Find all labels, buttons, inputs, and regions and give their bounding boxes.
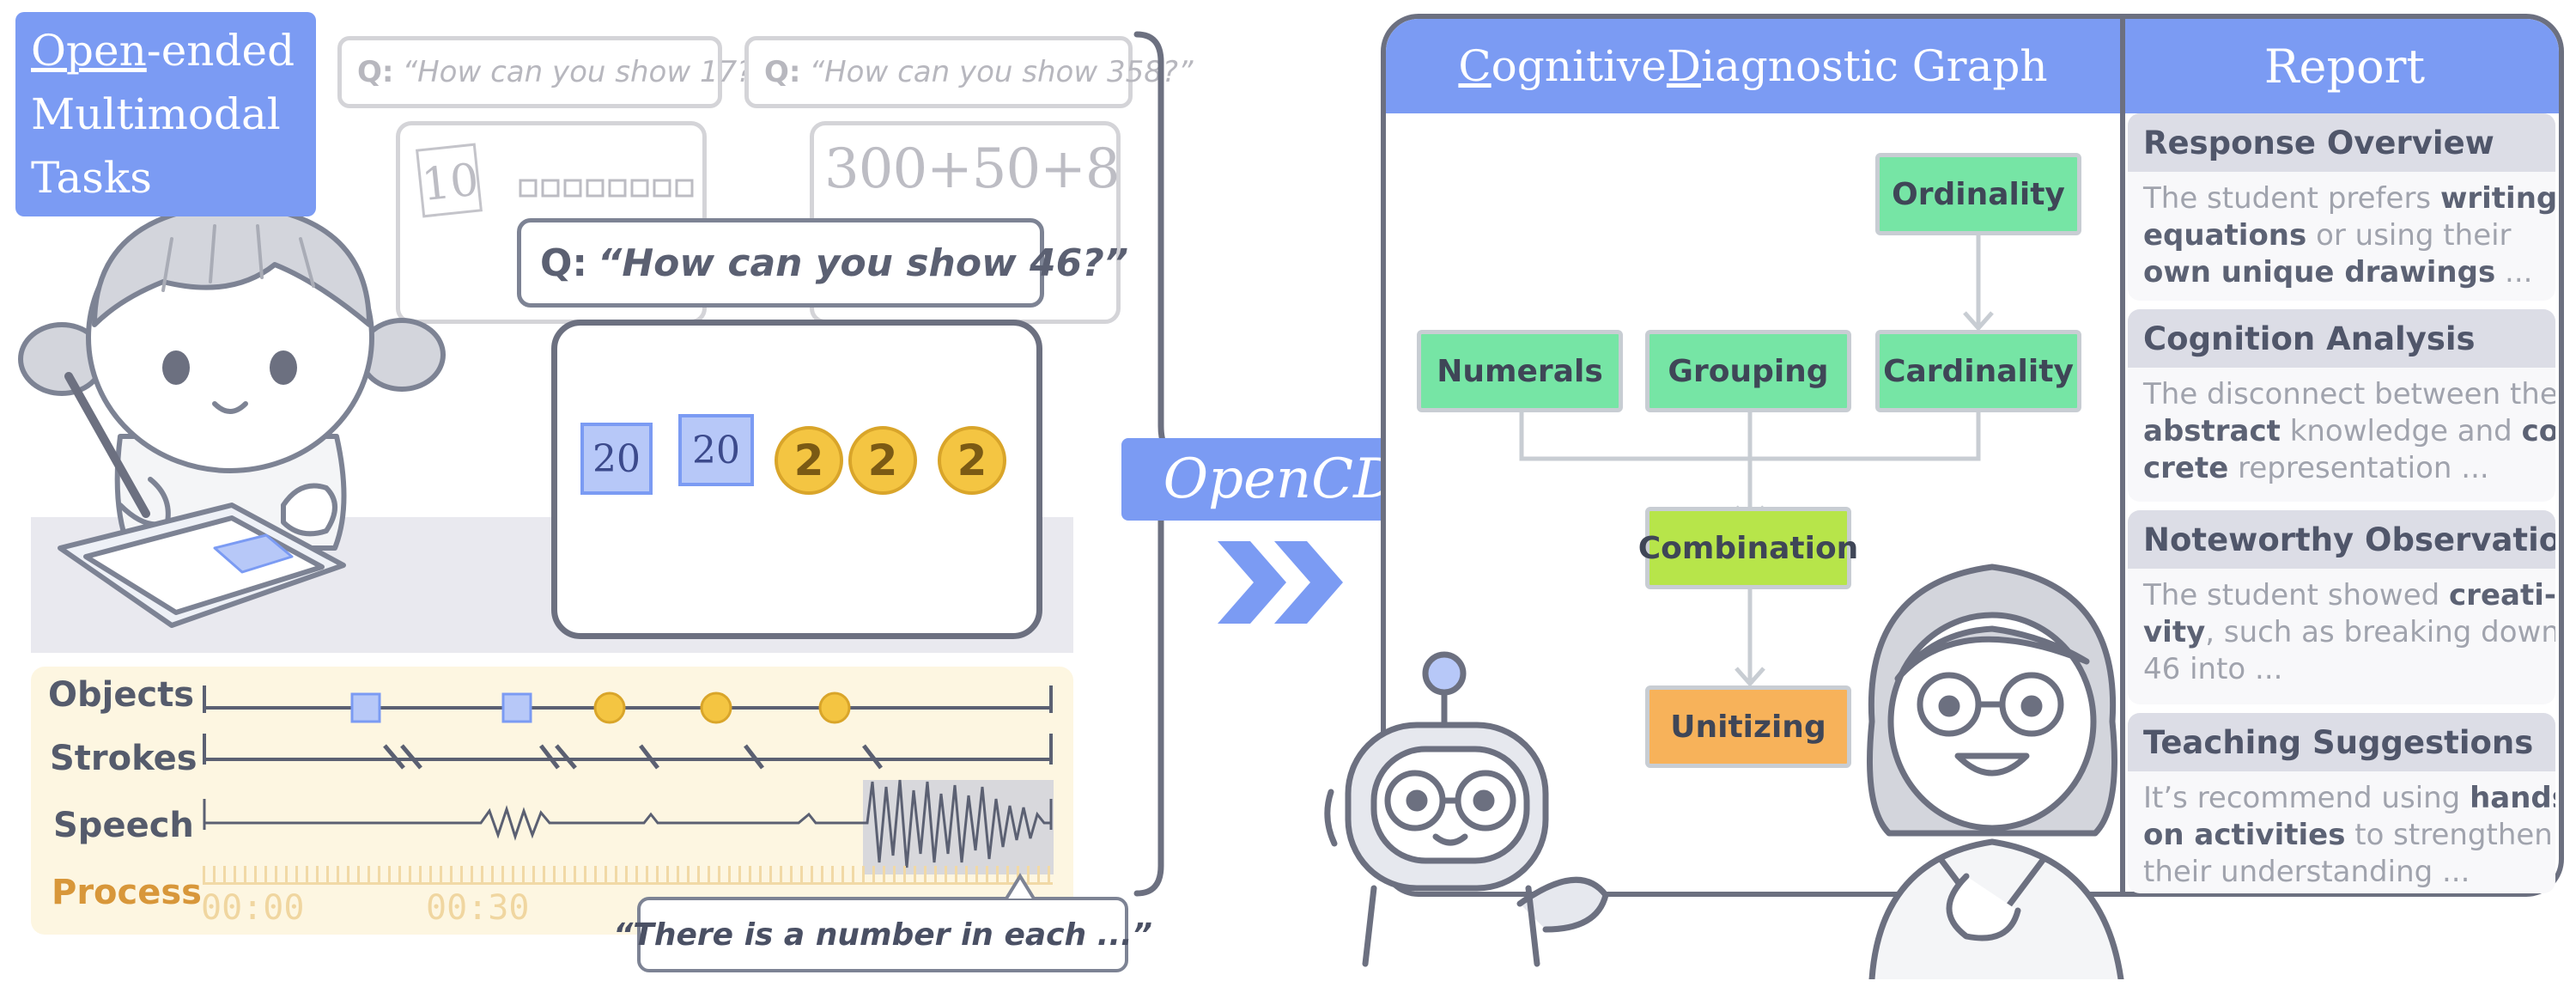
- question-17-box: Q:“How can you show 17?”: [337, 36, 768, 108]
- graph-edges: [1386, 112, 2120, 885]
- report-header: [2125, 19, 2559, 113]
- report-title: Report: [2263, 39, 2426, 94]
- node-grouping: Grouping: [1645, 330, 1851, 412]
- report-section-heading: Noteworthy Observations: [2128, 510, 2555, 569]
- tens-block-2: 20: [678, 414, 754, 486]
- node-ordinality: Ordinality: [1875, 153, 2081, 235]
- report-section-heading: Teaching Suggestions: [2128, 713, 2555, 771]
- robot-illustration: [1322, 646, 1649, 972]
- label-process: Process: [52, 873, 202, 912]
- task-badge: Open-ended Multimodal Tasks: [15, 12, 316, 216]
- report-section-body: It’s recommend using hands-on activities…: [2143, 781, 2555, 889]
- coin-1: 2: [775, 426, 843, 495]
- report-section-heading: Response Overview: [2128, 113, 2555, 172]
- task-badge-underlined: Open: [31, 26, 147, 76]
- node-cardinality: Cardinality: [1875, 330, 2081, 412]
- time-30s: 00:30: [426, 888, 530, 928]
- process-ruler: [203, 866, 1053, 885]
- tens-block-1: 20: [580, 423, 653, 495]
- speech-bubble: “There is a number in each ...”: [613, 897, 1152, 972]
- coin-3: 2: [938, 426, 1006, 495]
- panel-divider: [2120, 19, 2125, 892]
- node-numerals: Numerals: [1417, 330, 1623, 412]
- teacher-illustration: [1838, 550, 2147, 983]
- graph-header: [1386, 19, 2120, 113]
- node-combination: Combination: [1638, 507, 1858, 589]
- child-illustration: [17, 179, 447, 660]
- sketch-equation-358: 300+50+8: [824, 137, 1121, 201]
- question-46-box: Q:“How can you show 46?”: [517, 218, 1128, 308]
- coin-2: 2: [848, 426, 917, 495]
- node-unitizing: Unitizing: [1645, 685, 1851, 768]
- time-start: 00:00: [201, 888, 305, 928]
- label-speech: Speech: [53, 806, 194, 845]
- timeline-tracks: [197, 679, 1056, 928]
- report-section-heading: Cognition Analysis: [2128, 309, 2555, 368]
- speech-bubble-tail: [1005, 873, 1036, 900]
- forward-chevrons-icon: [1218, 541, 1346, 624]
- report-section-body: The student showed creati-vity, such as …: [2143, 578, 2555, 686]
- question-358-box: Q:“How can you show 358?”: [744, 36, 1194, 108]
- report-section: Noteworthy ObservationsThe student showe…: [2128, 510, 2555, 704]
- sketch-units-17: [519, 177, 699, 199]
- label-strokes: Strokes: [50, 739, 197, 778]
- label-objects: Objects: [48, 675, 195, 715]
